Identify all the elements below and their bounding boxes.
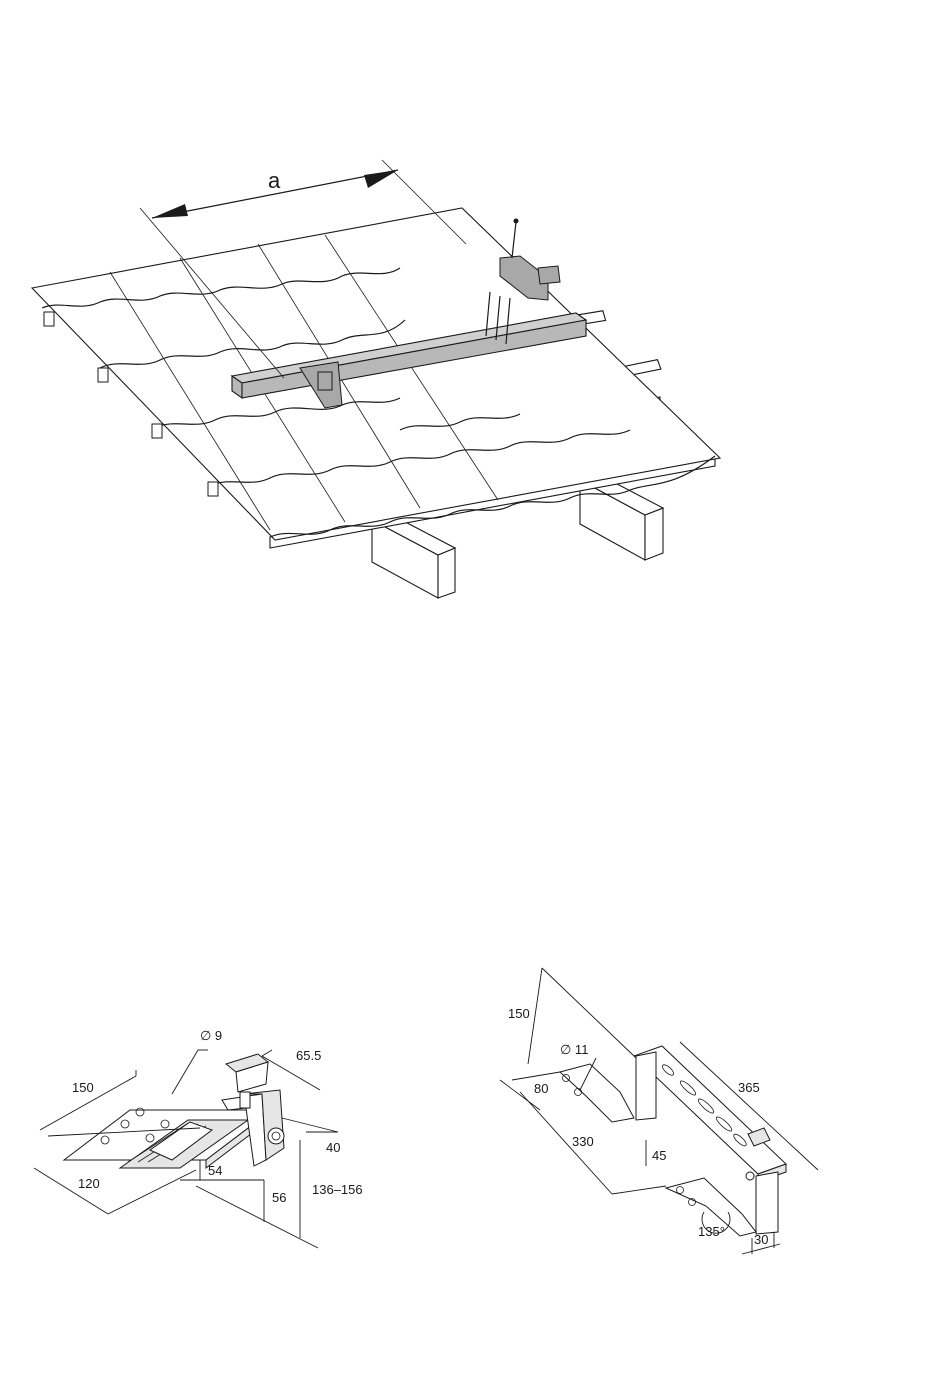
angle-135: 135° <box>698 1224 725 1239</box>
dim-120: 120 <box>78 1176 100 1191</box>
dim-136-156: 136–156 <box>312 1182 363 1197</box>
roof-hook-fixed-drawing: 150 ∅ 11 80 330 45 365 135° 30 <box>500 968 818 1254</box>
dim-80: 80 <box>534 1081 548 1096</box>
dim-365: 365 <box>738 1080 760 1095</box>
dim-40: 40 <box>326 1140 340 1155</box>
spacing-label: a <box>268 168 281 193</box>
roof-installation-diagram: a <box>32 160 720 598</box>
dim-56: 56 <box>272 1190 286 1205</box>
dim-330: 330 <box>572 1134 594 1149</box>
diameter-9: ∅ 9 <box>200 1028 222 1043</box>
dim-150: 150 <box>72 1080 94 1095</box>
diameter-11: ∅ 11 <box>560 1042 588 1057</box>
roof-hook-adjustable-drawing: 150 120 ∅ 9 65.5 40 54 56 136–156 <box>34 1028 363 1248</box>
dim-65-5: 65.5 <box>296 1048 321 1063</box>
dim-45: 45 <box>652 1148 666 1163</box>
dim-54: 54 <box>208 1163 222 1178</box>
dim-150-right: 150 <box>508 1006 530 1021</box>
dim-30: 30 <box>754 1232 768 1247</box>
